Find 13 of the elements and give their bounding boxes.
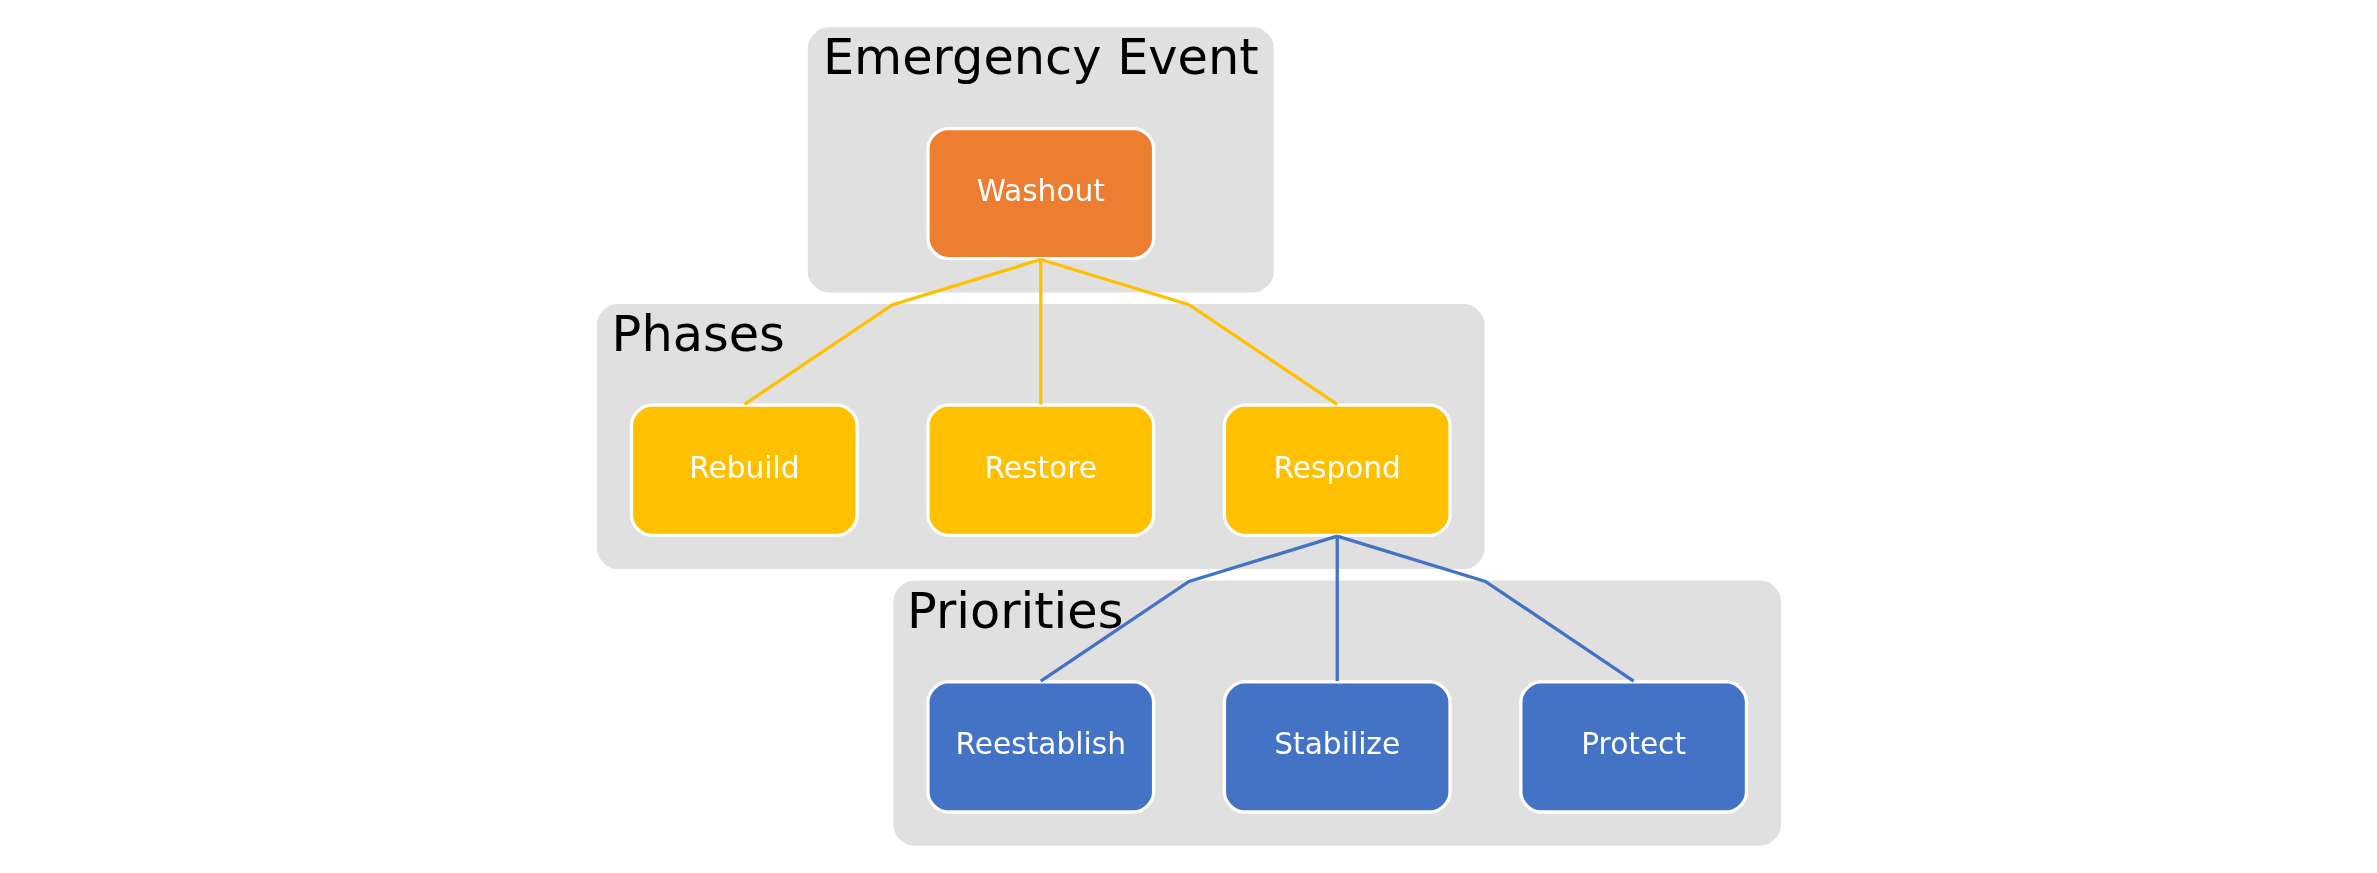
connector xyxy=(1039,534,1338,683)
node-box: Rebuild xyxy=(629,403,859,537)
connector xyxy=(1039,257,1338,406)
node-box: Reestablish xyxy=(925,680,1155,814)
connector xyxy=(1335,536,1339,682)
node-box: Restore xyxy=(925,403,1155,537)
node-box: Stabilize xyxy=(1222,680,1452,814)
connector xyxy=(1038,259,1042,405)
connector xyxy=(742,257,1041,406)
node-box: Protect xyxy=(1518,680,1748,814)
node-box: Washout xyxy=(925,126,1155,261)
connector xyxy=(1336,534,1635,683)
node-box: Respond xyxy=(1222,403,1452,537)
